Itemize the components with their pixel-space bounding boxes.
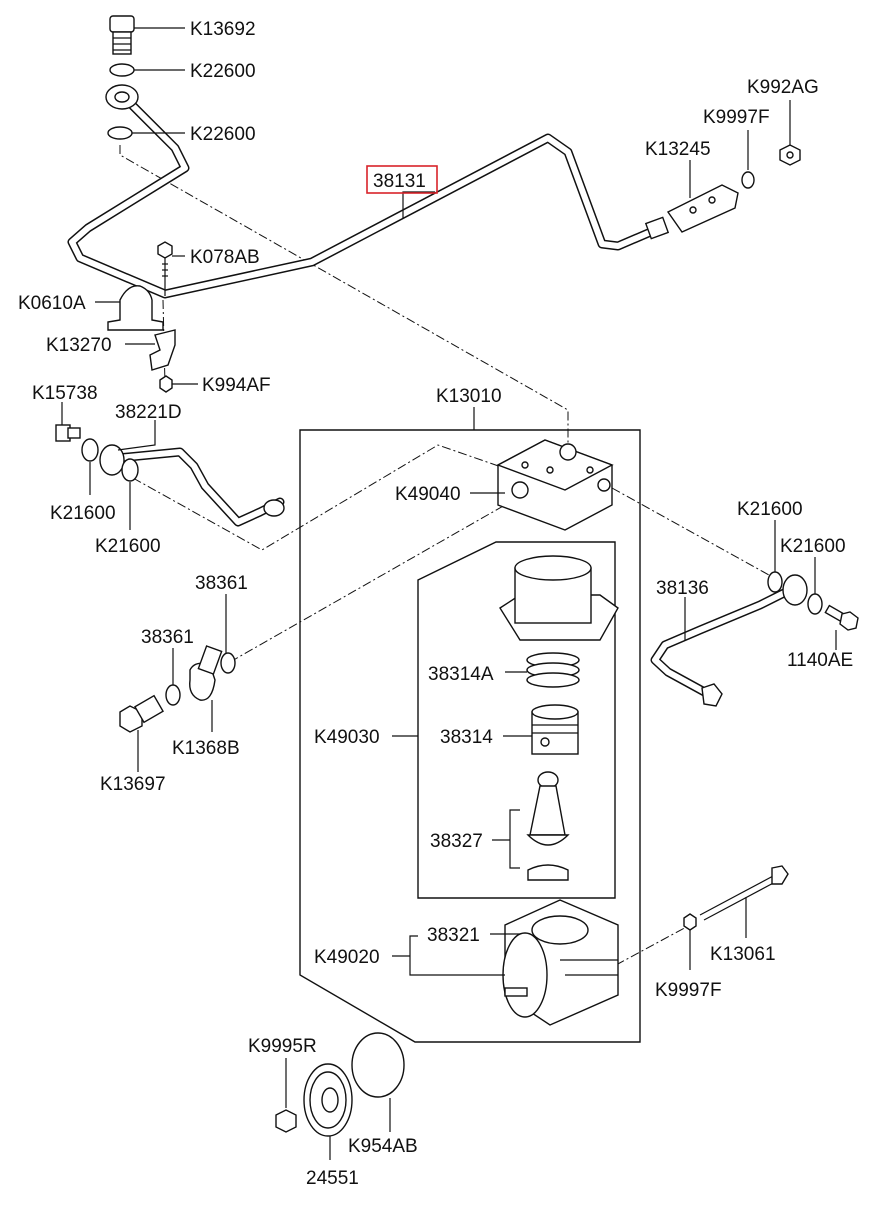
label-38221d: 38221D	[115, 402, 182, 423]
label-k15738: K15738	[32, 383, 98, 404]
washer-k22600-upper	[109, 63, 135, 77]
connecting-rod-38327	[526, 771, 570, 881]
cylinder-body	[499, 555, 619, 641]
banjo-elbow-k1368b	[189, 645, 223, 701]
label-k21600-right-a: K21600	[737, 499, 803, 520]
pipe-38136	[650, 585, 795, 700]
clamp-k0610a	[107, 285, 164, 331]
bracket-k13245	[666, 184, 739, 233]
label-38327: 38327	[430, 831, 483, 852]
bracket-k13270	[149, 329, 176, 371]
label-k078ab: K078AB	[190, 247, 260, 268]
washer-k21600-left-a	[81, 438, 99, 462]
leader-lines	[61, 27, 837, 1160]
bolt-1140ae	[824, 604, 859, 631]
highlight-box-38131	[366, 165, 438, 194]
alignment-line-banjo	[229, 504, 506, 663]
alignment-line-main	[119, 145, 569, 445]
bolt-k15738	[55, 424, 81, 442]
pipe-nut-fitting	[644, 216, 670, 240]
label-k9995r: K9995R	[248, 1036, 317, 1057]
alignment-line-right-pipe	[611, 487, 779, 581]
washer-k9997f-top	[741, 171, 755, 189]
label-38361-lower: 38361	[141, 627, 194, 648]
washer-k21600-right-b	[807, 593, 823, 615]
nut-k994af	[159, 375, 173, 393]
washer-38361-b	[220, 652, 236, 674]
alignment-line-left-pipe	[132, 444, 511, 551]
crankcase-k49020	[502, 899, 619, 1026]
washer-k21600-right-a	[767, 571, 783, 593]
assembly-box-k49030	[417, 541, 616, 899]
label-k49020: K49020	[314, 947, 380, 968]
washer-38361-a	[165, 684, 181, 706]
label-38314: 38314	[440, 727, 493, 748]
banjo-fitting-top	[105, 84, 139, 110]
bolt-k13697	[119, 694, 164, 733]
label-k13061: K13061	[710, 944, 776, 965]
alignment-line-bolt	[615, 924, 691, 966]
label-k13270: K13270	[46, 335, 112, 356]
assembly-box-k13010	[299, 429, 641, 1043]
label-24551: 24551	[306, 1168, 359, 1189]
label-k994af: K994AF	[202, 375, 271, 396]
washer-k22600-lower	[107, 126, 133, 140]
label-k992ag: K992AG	[747, 77, 819, 98]
label-38136: 38136	[656, 578, 709, 599]
label-k13697: K13697	[100, 774, 166, 795]
label-k49030: K49030	[314, 727, 380, 748]
label-k1368b: K1368B	[172, 738, 240, 759]
washer-k21600-left-b	[121, 458, 139, 482]
washer-k9997f-bottom	[683, 913, 697, 931]
banjo-fitting-left	[99, 444, 125, 476]
label-k22600-upper: K22600	[190, 61, 256, 82]
label-k21600-right-b: K21600	[780, 536, 846, 557]
label-1140ae: 1140AE	[787, 650, 853, 671]
label-k21600-left-b: K21600	[95, 536, 161, 557]
label-k22600-lower: K22600	[190, 124, 256, 145]
pipe-38131	[67, 90, 665, 299]
label-k0610a: K0610A	[18, 293, 86, 314]
label-38131: 38131	[373, 171, 426, 192]
cylinder-head-k49040	[496, 439, 614, 531]
banjo-bolt-k13692	[109, 15, 135, 55]
label-k9997f-bottom: K9997F	[655, 980, 722, 1001]
oring-k954ab	[351, 1032, 405, 1098]
label-k13692: K13692	[190, 19, 256, 40]
bolt-k13061	[699, 865, 789, 921]
label-k9997f-top: K9997F	[703, 107, 770, 128]
gear-24551	[303, 1063, 353, 1137]
label-k13010: K13010	[436, 386, 502, 407]
pipe-end-fitting-left	[263, 499, 285, 517]
label-k13245: K13245	[645, 139, 711, 160]
bolt-k078ab	[157, 241, 173, 296]
label-k21600-left-a: K21600	[50, 503, 116, 524]
piston-38314	[531, 704, 579, 755]
label-38361-upper: 38361	[195, 573, 248, 594]
banjo-fitting-right	[782, 574, 808, 606]
label-k49040: K49040	[395, 484, 461, 505]
pipe-38221d	[113, 447, 285, 527]
label-38321: 38321	[427, 925, 480, 946]
label-k954ab: K954AB	[348, 1136, 418, 1157]
nut-k992ag	[779, 144, 801, 166]
piston-rings-38314a	[526, 652, 580, 688]
label-38314a: 38314A	[428, 664, 494, 685]
nut-k9995r	[275, 1109, 297, 1133]
pipe-nut-right	[701, 683, 723, 707]
